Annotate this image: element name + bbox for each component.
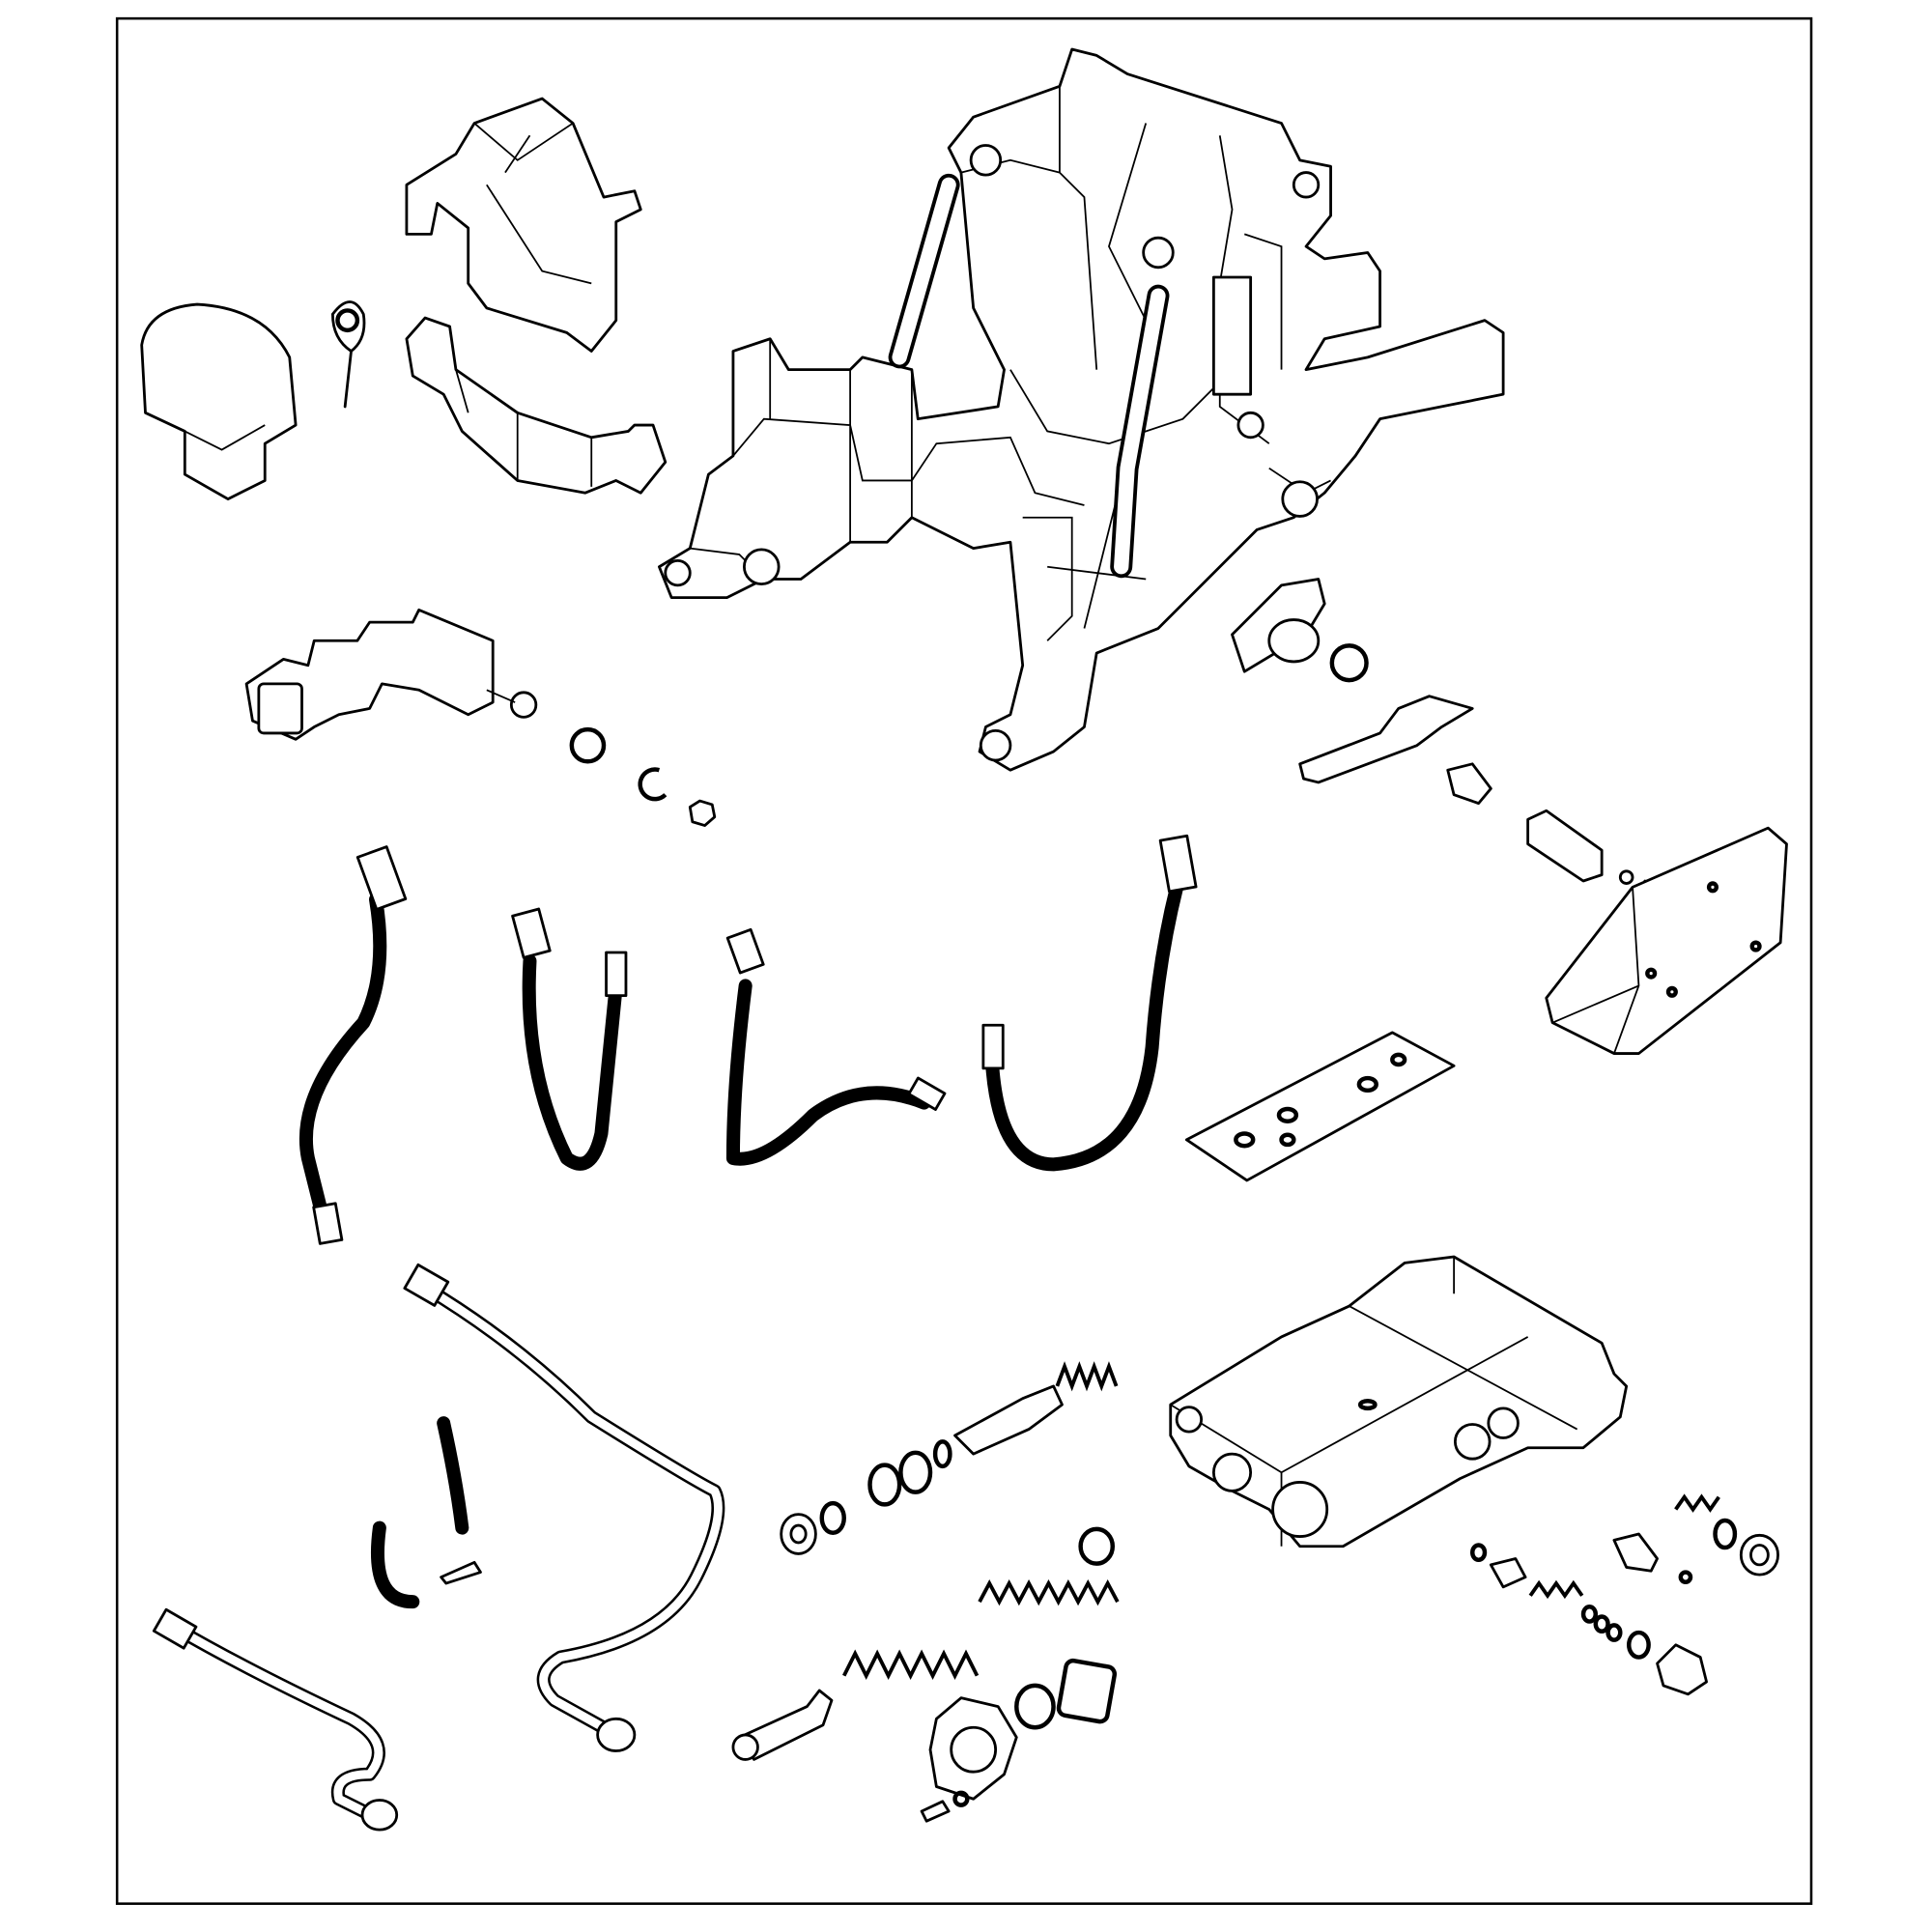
hydraulic-hose-2 [511,907,628,1171]
o-ring-part [819,1439,1116,1566]
check-valve-part [1489,1557,1527,1589]
valve-block-part [1169,1255,1629,1548]
lower-bracket-part [405,316,668,495]
ring-part [1014,1683,1056,1730]
hitch-frame-assembly [657,47,1505,772]
upper-bracket-part [405,97,642,353]
pin-bracket-part [1231,578,1326,673]
metal-pipe-2 [152,1607,399,1832]
large-spring-2 [842,1649,980,1680]
piston-rod-part [731,1689,834,1761]
electrical-switch-part [244,608,538,741]
round-cover-part [140,302,298,500]
bolt-part [920,1790,970,1823]
end-plug-part [1656,1643,1708,1696]
gasket-plate-part [1184,1031,1456,1182]
hydraulic-hose-1 [298,845,408,1245]
fitting-part [1446,762,1492,806]
plug-part [780,1513,817,1555]
washer-part [569,726,607,764]
gasket-part [1056,1658,1118,1724]
short-hose-1 [370,1520,420,1609]
small-fitting-part [440,1560,482,1585]
short-hose-2 [437,1416,469,1535]
hydraulic-hose-3 [725,927,947,1166]
metal-pipe-1 [403,1263,725,1752]
valve-insert-part [1612,1532,1693,1584]
diagram-frame [115,16,1813,1905]
small-spring-part [1674,1493,1720,1513]
washer-part [1329,643,1369,683]
retaining-clip-part [638,767,668,802]
hydraulic-hose-4 [981,834,1198,1172]
o-ring-part [1470,1518,1738,1660]
plug-part [1739,1533,1779,1577]
spring-pin-part [330,300,366,409]
spring-part [1528,1579,1584,1600]
spool-part [953,1384,1064,1456]
spring-part [1055,1361,1119,1392]
nut-part [688,799,717,827]
valve-cartridge-part [1526,809,1604,883]
end-cap-part [928,1696,1018,1801]
angle-bracket-part [1545,826,1788,1055]
large-spring-1 [978,1578,1120,1606]
lever-part [1298,695,1474,784]
